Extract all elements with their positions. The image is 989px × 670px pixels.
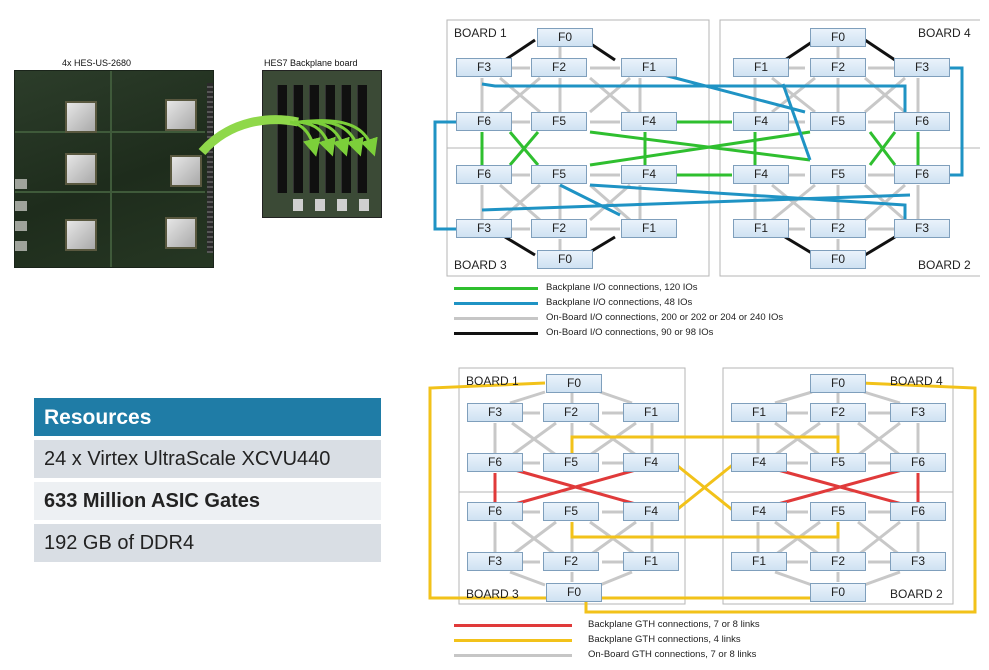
top-board3-fpga: F2	[531, 219, 587, 238]
bottom-board1-label: BOARD 1	[466, 374, 519, 388]
legend-blue-text: Backplane I/O connections, 48 IOs	[546, 297, 693, 308]
top-board4-fpga: F1	[733, 219, 789, 238]
top-board1-fpga: F2	[531, 58, 587, 77]
top-board2-fpga: F1	[733, 58, 789, 77]
bottom-board4-fpga: F1	[731, 552, 787, 571]
legend-yellow-line	[454, 639, 572, 642]
bottom-board3-fpga: F0	[546, 583, 602, 602]
bottom-board1-fpga: F2	[543, 403, 599, 422]
top-board3-fpga: F3	[456, 219, 512, 238]
legend-green-text: Backplane I/O connections, 120 IOs	[546, 282, 698, 293]
legend-grey-gth-line	[454, 654, 572, 657]
top-board2-fpga: F0	[810, 28, 866, 47]
bottom-board3-fpga: F5	[543, 502, 599, 521]
bottom-board3-fpga: F1	[623, 552, 679, 571]
top-board1-fpga: F1	[621, 58, 677, 77]
bottom-board2-label: BOARD 2	[890, 587, 943, 601]
top-board3-fpga: F6	[456, 165, 512, 184]
bottom-board4-label: BOARD 4	[890, 374, 943, 388]
top-board2-fpga: F4	[733, 112, 789, 131]
bottom-board4-fpga: F4	[731, 502, 787, 521]
legend-black-text: On-Board I/O connections, 90 or 98 IOs	[546, 327, 714, 338]
bottom-board3-fpga: F3	[467, 552, 523, 571]
legend-green-line	[454, 287, 538, 290]
top-board4-fpga: F2	[810, 219, 866, 238]
top-board2-fpga: F3	[894, 58, 950, 77]
bottom-board2-fpga: F6	[890, 453, 946, 472]
legend-black-line	[454, 332, 538, 335]
legend-blue-line	[454, 302, 538, 305]
bottom-board1-fpga: F6	[467, 453, 523, 472]
top-board4-label: BOARD 4	[918, 26, 971, 40]
bottom-board1-fpga: F5	[543, 453, 599, 472]
bottom-board4-fpga: F6	[890, 502, 946, 521]
resources-row-fpgas: 24 x Virtex UltraScale XCVU440	[34, 440, 381, 478]
bottom-board1-fpga: F3	[467, 403, 523, 422]
resources-row-gates: 633 Million ASIC Gates	[34, 482, 381, 520]
bottom-board1-fpga: F4	[623, 453, 679, 472]
legend-grey-line	[454, 317, 538, 320]
io-connection-diagram	[433, 19, 980, 277]
bottom-board3-fpga: F2	[543, 552, 599, 571]
top-board3-fpga: F1	[621, 219, 677, 238]
bottom-board4-fpga: F2	[810, 552, 866, 571]
bottom-board2-fpga: F4	[731, 453, 787, 472]
bottom-board2-fpga: F3	[890, 403, 946, 422]
board-photo-caption: 4x HES-US-2680	[62, 58, 132, 68]
bottom-board1-fpga: F0	[546, 374, 602, 393]
resources-row-memory: 192 GB of DDR4	[34, 524, 381, 562]
top-board1-fpga: F6	[456, 112, 512, 131]
bottom-board4-fpga: F0	[810, 583, 866, 602]
bottom-board2-fpga: F0	[810, 374, 866, 393]
top-board1-fpga: F3	[456, 58, 512, 77]
resources-header: Resources	[34, 398, 381, 436]
top-board2-fpga: F5	[810, 112, 866, 131]
top-board3-fpga: F5	[531, 165, 587, 184]
top-board4-fpga: F4	[733, 165, 789, 184]
top-board4-fpga: F6	[894, 165, 950, 184]
backplane-photo-caption: HES7 Backplane board	[264, 58, 358, 68]
top-board3-fpga: F4	[621, 165, 677, 184]
legend-grey-gth-text: On-Board GTH connections, 7 or 8 links	[588, 649, 757, 660]
top-board3-fpga: F0	[537, 250, 593, 269]
top-board4-fpga: F5	[810, 165, 866, 184]
connection-arrows	[198, 115, 378, 157]
top-board2-fpga: F2	[810, 58, 866, 77]
gth-connection-diagram	[428, 367, 977, 614]
bottom-board3-fpga: F6	[467, 502, 523, 521]
top-board1-fpga: F5	[531, 112, 587, 131]
bottom-board3-label: BOARD 3	[466, 587, 519, 601]
bottom-board2-fpga: F2	[810, 403, 866, 422]
bottom-board4-fpga: F5	[810, 502, 866, 521]
top-board3-label: BOARD 3	[454, 258, 507, 272]
legend-yellow-text: Backplane GTH connections, 4 links	[588, 634, 741, 645]
hes-us-2680-photo	[14, 70, 214, 268]
bottom-board1-fpga: F1	[623, 403, 679, 422]
legend-grey-text: On-Board I/O connections, 200 or 202 or …	[546, 312, 784, 323]
bottom-board3-fpga: F4	[623, 502, 679, 521]
bottom-board4-fpga: F3	[890, 552, 946, 571]
top-board1-fpga: F0	[537, 28, 593, 47]
bottom-board2-fpga: F1	[731, 403, 787, 422]
bottom-board2-fpga: F5	[810, 453, 866, 472]
legend-red-text: Backplane GTH connections, 7 or 8 links	[588, 619, 760, 630]
legend-red-line	[454, 624, 572, 627]
top-board4-fpga: F3	[894, 219, 950, 238]
top-board1-label: BOARD 1	[454, 26, 507, 40]
top-board1-fpga: F4	[621, 112, 677, 131]
top-board2-label: BOARD 2	[918, 258, 971, 272]
top-board2-fpga: F6	[894, 112, 950, 131]
top-board4-fpga: F0	[810, 250, 866, 269]
